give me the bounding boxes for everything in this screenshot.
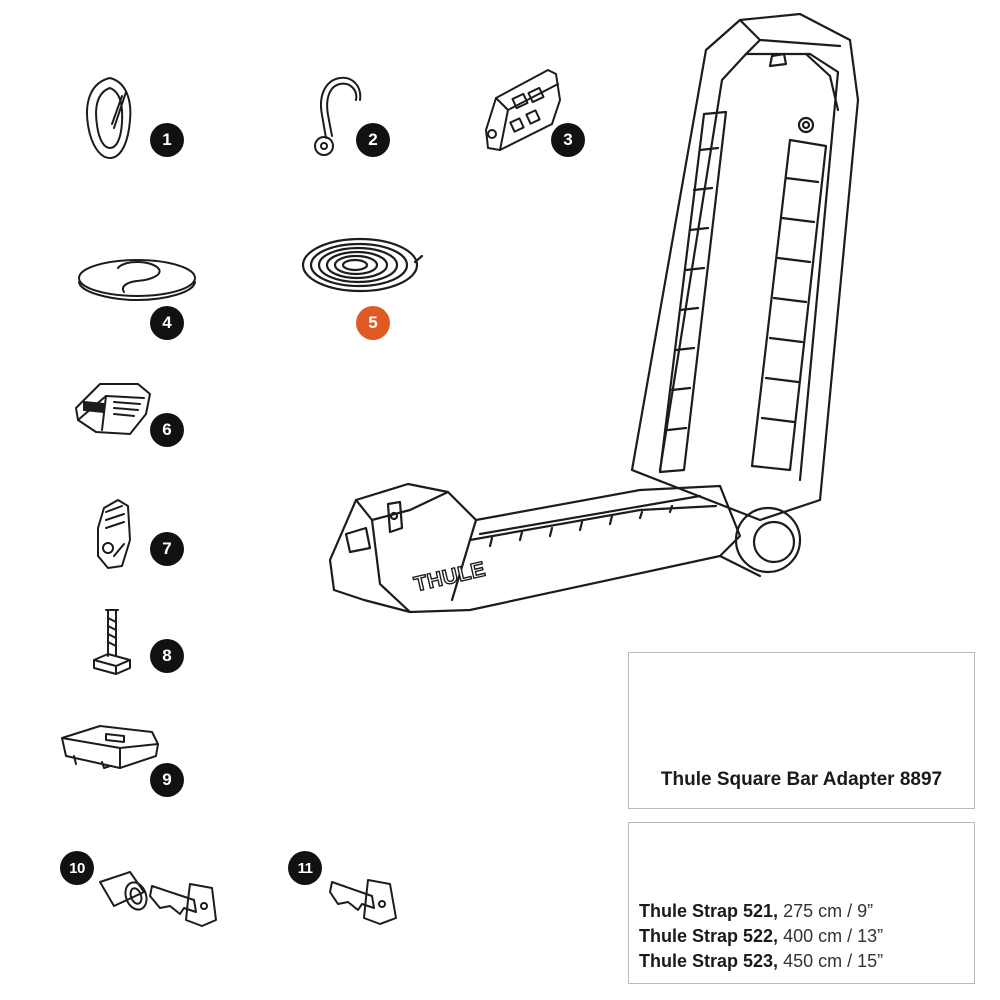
part-badge-10: 10: [60, 851, 94, 885]
kayak-carrier-illustration: [328, 12, 860, 614]
part-badge-4: 4: [150, 306, 184, 340]
strap-item: Thule Strap 522, 400 cm / 13”: [639, 926, 884, 946]
part-badge-1: 1: [150, 123, 184, 157]
mounting-block-icon: [61, 725, 159, 769]
strap-item: Thule Strap 521, 275 cm / 9”: [639, 901, 874, 921]
coiled-cord-icon: [301, 237, 424, 293]
end-cap-icon: [75, 383, 151, 435]
part-badge-5: 5: [356, 306, 390, 340]
strap-buckle-icon: [97, 499, 131, 569]
strap-list: Thule Strap 521, 275 cm / 9” Thule Strap…: [639, 899, 883, 974]
part-badge-11: 11: [288, 851, 322, 885]
key-icon: [329, 879, 397, 925]
s-hook-icon: [314, 76, 362, 156]
lock-cylinder-and-key-icon: [99, 871, 217, 927]
rubber-pad-icon: [78, 259, 196, 301]
strap-item: Thule Strap 523, 450 cm / 15”: [639, 951, 884, 971]
strap-accessory-box: Thule Strap 521, 275 cm / 9” Thule Strap…: [628, 822, 975, 984]
part-badge-3: 3: [551, 123, 585, 157]
t-bolt-icon: [93, 609, 131, 675]
part-badge-8: 8: [150, 639, 184, 673]
part-badge-2: 2: [356, 123, 390, 157]
adapter-accessory-box: Thule Square Bar Adapter 8897: [628, 652, 975, 809]
part-badge-6: 6: [150, 413, 184, 447]
part-badge-7: 7: [150, 532, 184, 566]
multi-tool-icon: [485, 69, 561, 151]
adapter-label: Thule Square Bar Adapter 8897: [660, 769, 943, 790]
carabiner-icon: [86, 77, 132, 159]
part-badge-9: 9: [150, 763, 184, 797]
